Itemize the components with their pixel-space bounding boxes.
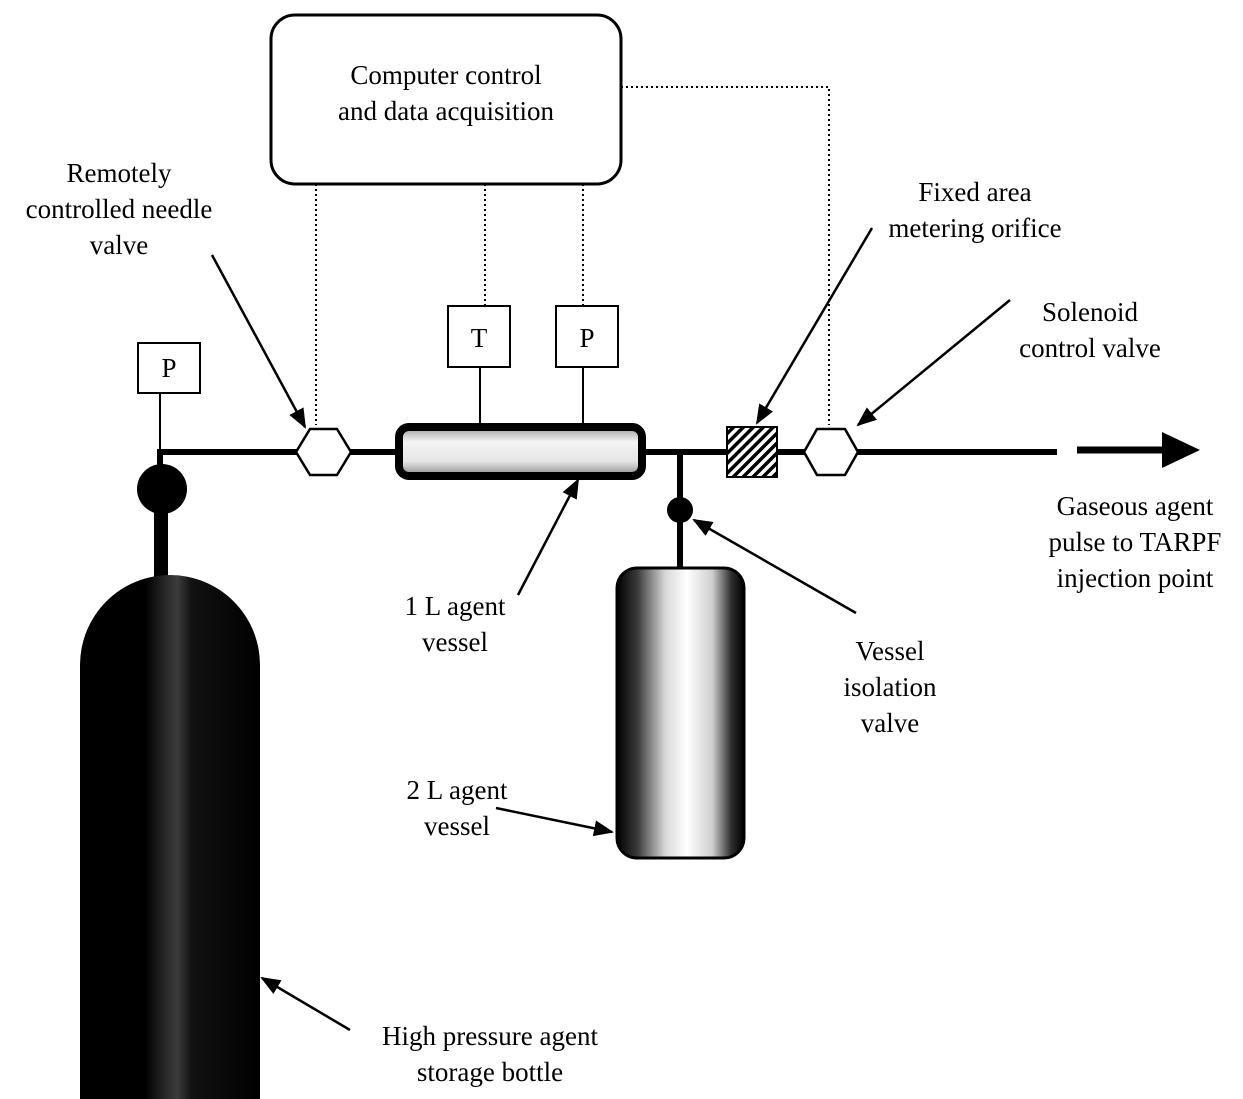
computer-box-line1: Computer control — [350, 60, 541, 90]
temperature-sensor: T — [447, 305, 511, 429]
solenoid-label: Solenoid control valve — [1019, 297, 1161, 363]
bottle-valve — [137, 464, 187, 514]
signal-line-solenoid — [621, 86, 830, 425]
temperature-label: T — [471, 323, 488, 353]
right-pressure-label: P — [579, 323, 594, 353]
needle-valve-label: Remotely controlled needle valve — [25, 158, 213, 260]
arrow-one-liter-vessel — [516, 478, 580, 596]
computer-box-line2: and data acquisition — [338, 96, 554, 126]
arrow-two-liter-vessel — [495, 806, 614, 837]
orifice-label: Fixed area metering orifice — [888, 177, 1062, 243]
isolation-valve — [667, 497, 693, 523]
signal-lines — [315, 86, 830, 425]
arrow-storage-bottle — [260, 976, 351, 1032]
needle-valve-hexagon — [294, 427, 353, 477]
storage-bottle — [80, 510, 260, 1099]
computer-control-box: Computer control and data acquisition — [269, 13, 623, 186]
one-liter-vessel-label: 1 L agent vessel — [404, 591, 506, 657]
left-pressure-sensor: P — [137, 342, 201, 452]
two-liter-vessel-label: 2 L agent vessel — [406, 775, 508, 841]
arrow-solenoid — [856, 299, 1011, 427]
metering-orifice — [726, 426, 778, 478]
arrow-needle-valve — [210, 254, 307, 429]
left-pressure-label: P — [161, 353, 176, 383]
storage-bottle-label: High pressure agent storage bottle — [382, 1021, 598, 1087]
right-pressure-sensor: P — [555, 305, 619, 429]
pointer-arrows — [210, 227, 1011, 1032]
solenoid-valve-hexagon — [802, 427, 860, 477]
outlet-label: Gaseous agent pulse to TARPF injection p… — [1048, 491, 1222, 593]
arrow-orifice — [755, 227, 874, 425]
one-liter-vessel — [395, 423, 646, 480]
two-liter-vessel — [615, 566, 746, 860]
arrow-isolation-valve — [692, 518, 857, 615]
isolation-valve-label: Vessel isolation valve — [843, 636, 937, 738]
outlet-arrow — [1077, 432, 1200, 468]
